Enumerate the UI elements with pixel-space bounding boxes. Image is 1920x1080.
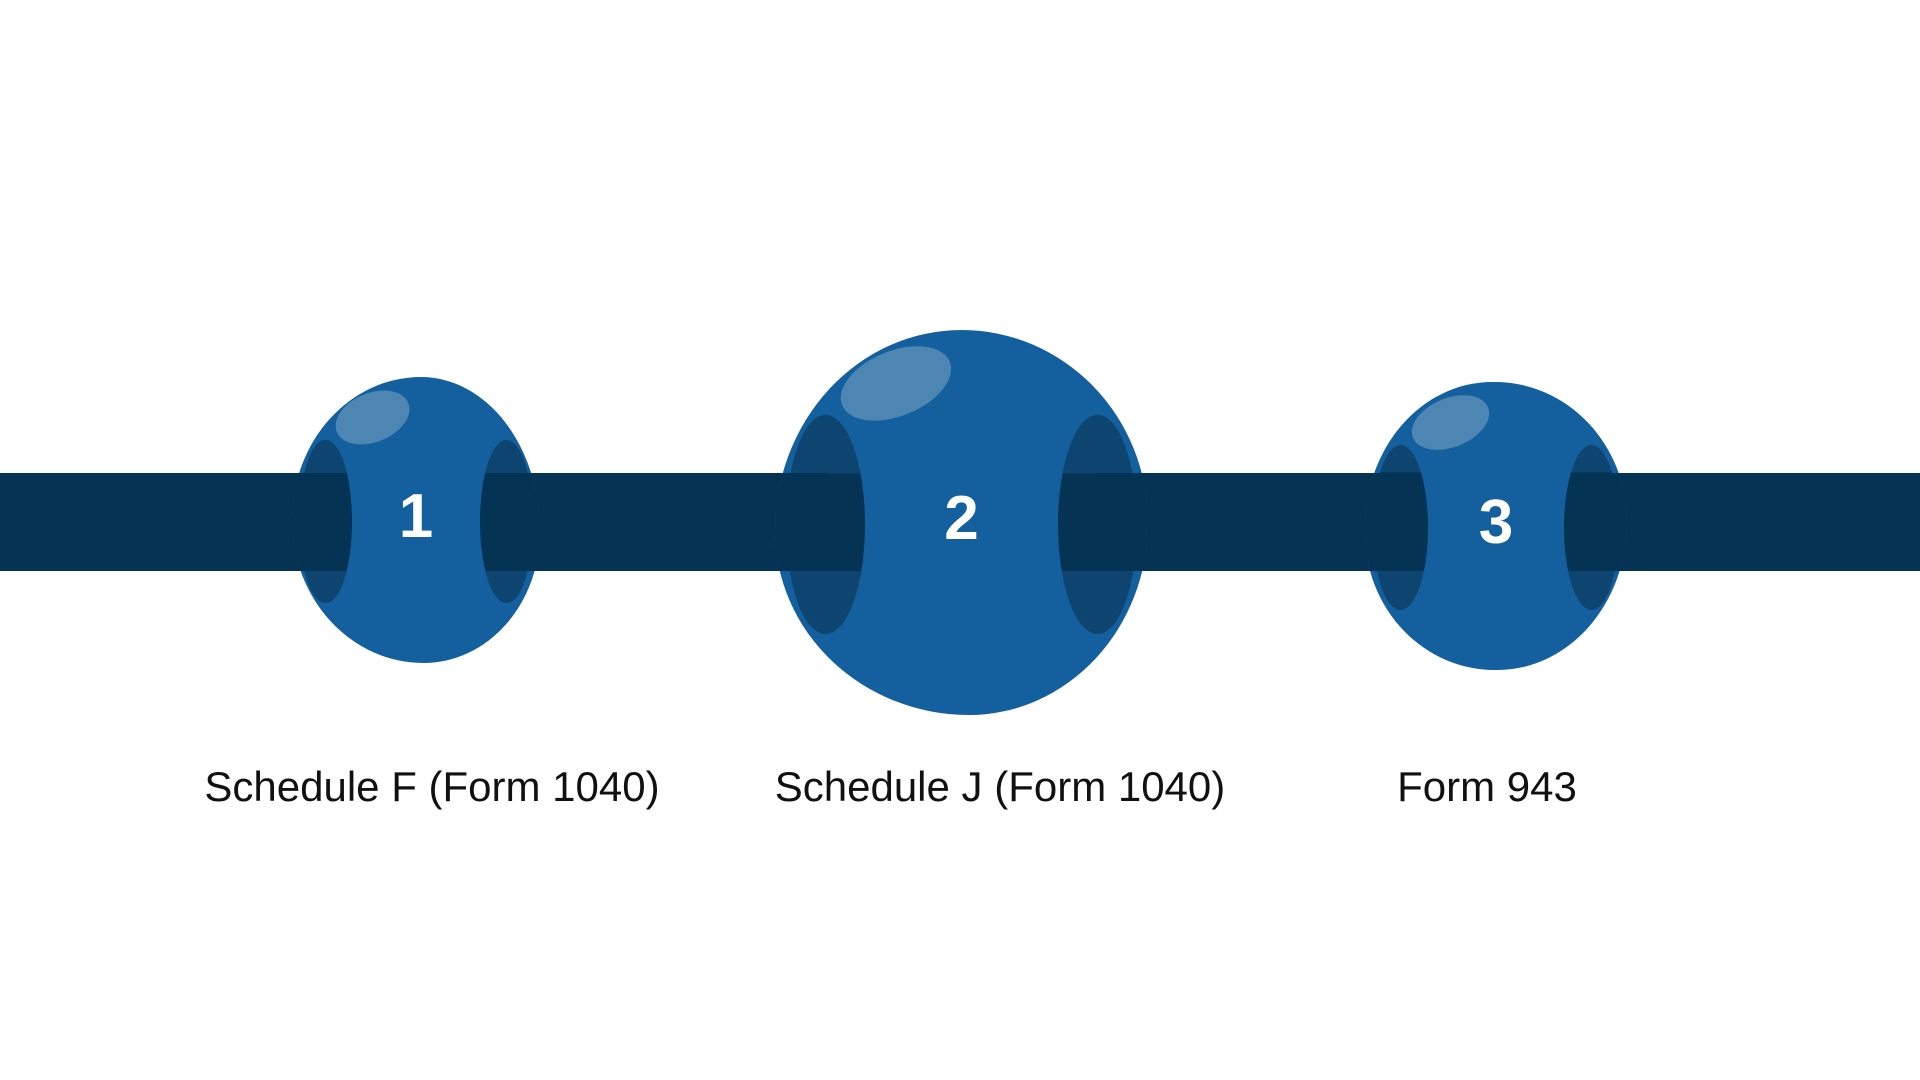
bar-stub-left [775,472,828,571]
step-label-1: Schedule F (Form 1040) [204,763,660,810]
step-label-2: Schedule J (Form 1040) [774,763,1226,810]
bead-highlight [1403,384,1497,461]
bead-highlight [327,380,418,454]
bar-stub-right [1095,472,1148,571]
bar-stub-left [292,473,327,572]
bar-stub-right [505,473,540,572]
step-number: 3 [1478,488,1514,558]
bead-highlight [830,331,963,436]
bar-stub-right [1590,473,1627,571]
step-bead-1: 1 [292,377,540,663]
step-number: 1 [398,482,434,552]
step-bead-3: 3 [1365,382,1627,670]
bar-stub-left [1365,473,1402,571]
step-bead-2: 2 [775,330,1148,715]
step-number: 2 [944,483,979,553]
step-label-3: Form 943 [1397,763,1577,810]
